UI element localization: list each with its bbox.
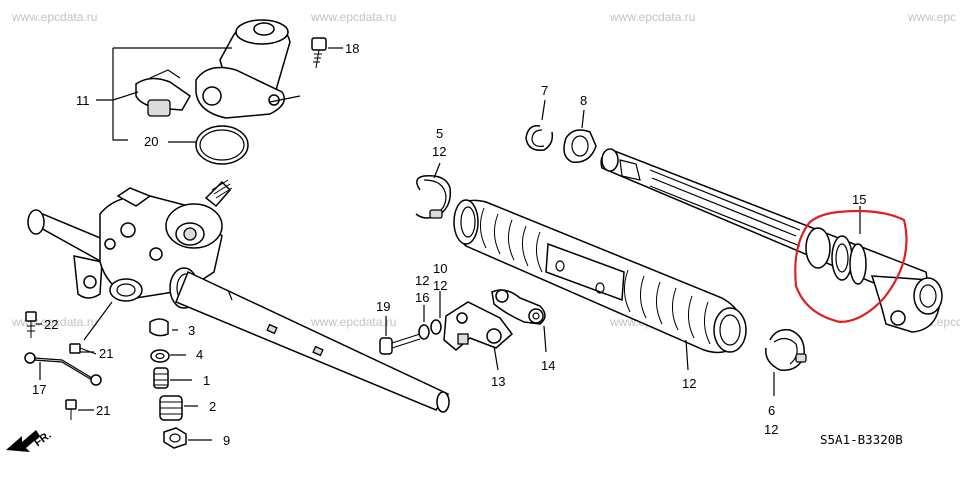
callout-16: 16 [415,290,429,305]
callout-17: 17 [32,382,46,397]
watermark: www.epcdata.ru [310,315,396,329]
callout-19: 19 [376,299,390,314]
rack-bushing [805,227,867,285]
watermark: www.epcdata.ru [609,10,695,24]
motor-assembly [96,19,343,165]
boot-clamp-left [415,162,452,219]
callout-5: 5 [436,126,443,141]
callout-7: 7 [541,83,548,98]
rack-boot [453,199,747,371]
callout-12-boot: 12 [682,376,696,391]
callout-14: 14 [541,358,555,373]
callout-9: 9 [223,433,230,448]
callout-15: 15 [852,192,866,207]
callout-3: 3 [188,323,195,338]
snap-ring-and-bushing [525,99,597,163]
highlight-circle [794,209,908,324]
callout-11: 11 [76,93,90,108]
callout-20: 20 [144,134,158,149]
callout-10-sub: 12 [433,278,447,293]
watermark: www.epcdata.ru [11,10,97,24]
diagram-code: S5A1-B3320B [820,432,903,447]
small-fasteners [24,301,113,420]
hardware-column [149,318,212,449]
steering-gear-assembly [27,179,450,413]
callout-10: 10 [433,261,447,276]
callout-21-lower: 21 [96,403,110,418]
callout-13: 13 [491,374,505,389]
callout-12-washer: 12 [415,273,429,288]
o-ring [195,125,249,165]
callout-6-sub: 12 [764,422,778,437]
callout-22: 22 [44,317,58,332]
callout-4: 4 [196,347,203,362]
steering-rack [600,148,943,333]
front-direction-arrow-icon: FR. [6,429,54,452]
callout-5-sub: 12 [432,144,446,159]
callout-21-upper: 21 [99,346,113,361]
callout-18: 18 [345,41,359,56]
boot-clamp-right [765,328,807,396]
callout-6: 6 [768,403,775,418]
callout-8: 8 [580,93,587,108]
callout-2: 2 [209,399,216,414]
watermark: www.epcdata.ru [310,10,396,24]
watermark: www.epc [907,10,956,24]
bolt [311,37,327,69]
bracket-hardware [379,289,547,371]
callout-1: 1 [203,373,210,388]
